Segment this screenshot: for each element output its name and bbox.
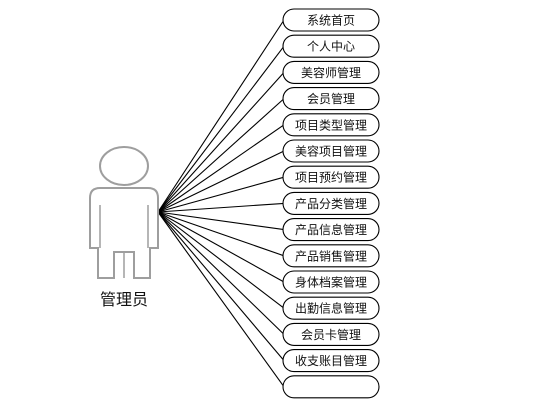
use-case-node: 产品信息管理 (282, 218, 380, 242)
use-case-node: 身体档案管理 (282, 270, 380, 294)
use-case-box (282, 191, 380, 215)
association-line (157, 211, 285, 231)
use-case-label: 会员管理 (307, 91, 355, 106)
use-case-node: 产品分类管理 (282, 191, 380, 215)
use-case-label: 产品销售管理 (295, 248, 367, 263)
use-case-label: 收支账目管理 (295, 353, 367, 368)
use-case-box (282, 165, 380, 189)
actor-body (89, 187, 159, 279)
use-case-node (282, 375, 380, 399)
actor-label: 管理员 (100, 290, 148, 309)
use-case-label: 产品信息管理 (295, 222, 367, 237)
use-case-box (282, 34, 380, 58)
association-line (157, 202, 285, 213)
association-line (157, 98, 285, 213)
association-lines (157, 19, 285, 388)
use-case-label: 美容项目管理 (295, 144, 367, 159)
use-case-box (282, 60, 380, 84)
use-case-label: 项目类型管理 (295, 117, 367, 132)
use-case-list: 系统首页个人中心美容师管理会员管理项目类型管理美容项目管理项目预约管理产品分类管… (282, 8, 380, 399)
association-line (157, 211, 285, 283)
use-case-node: 系统首页 (282, 8, 380, 32)
actor-figure: 管理员 (89, 146, 159, 309)
use-case-box (282, 375, 380, 399)
use-case-box (282, 296, 380, 320)
use-case-node: 项目预约管理 (282, 165, 380, 189)
use-case-label: 产品分类管理 (295, 196, 367, 211)
use-case-box (282, 270, 380, 294)
use-case-box (282, 113, 380, 137)
use-case-node: 会员卡管理 (282, 322, 380, 346)
association-line (157, 211, 285, 257)
use-case-box (282, 87, 380, 111)
association-line (157, 211, 285, 388)
use-case-label: 美容师管理 (301, 65, 361, 80)
use-case-box (282, 349, 380, 373)
use-case-label: 项目预约管理 (295, 170, 367, 185)
use-case-node: 个人中心 (282, 34, 380, 58)
use-case-label: 身体档案管理 (295, 275, 367, 290)
use-case-node: 出勤信息管理 (282, 296, 380, 320)
actor-head (99, 146, 149, 186)
association-line (157, 19, 285, 213)
use-case-node: 美容项目管理 (282, 139, 380, 163)
use-case-label: 出勤信息管理 (295, 301, 367, 316)
association-line (157, 211, 285, 361)
use-case-box (282, 218, 380, 242)
use-case-label: 个人中心 (307, 39, 355, 54)
association-line (157, 72, 285, 213)
use-case-label: 系统首页 (307, 14, 355, 28)
use-case-node: 会员管理 (282, 87, 380, 111)
association-line (157, 211, 285, 309)
association-line (157, 124, 285, 213)
use-case-node: 产品销售管理 (282, 244, 380, 268)
use-case-label: 会员卡管理 (301, 327, 361, 342)
association-line (157, 150, 285, 213)
use-case-box (282, 322, 380, 346)
use-case-box (282, 244, 380, 268)
association-line (157, 211, 285, 335)
use-case-box (282, 8, 380, 32)
use-case-box (282, 139, 380, 163)
use-case-node: 收支账目管理 (282, 349, 380, 373)
use-case-node: 美容师管理 (282, 60, 380, 84)
use-case-node: 项目类型管理 (282, 113, 380, 137)
association-line (157, 45, 285, 213)
association-line (157, 176, 285, 213)
